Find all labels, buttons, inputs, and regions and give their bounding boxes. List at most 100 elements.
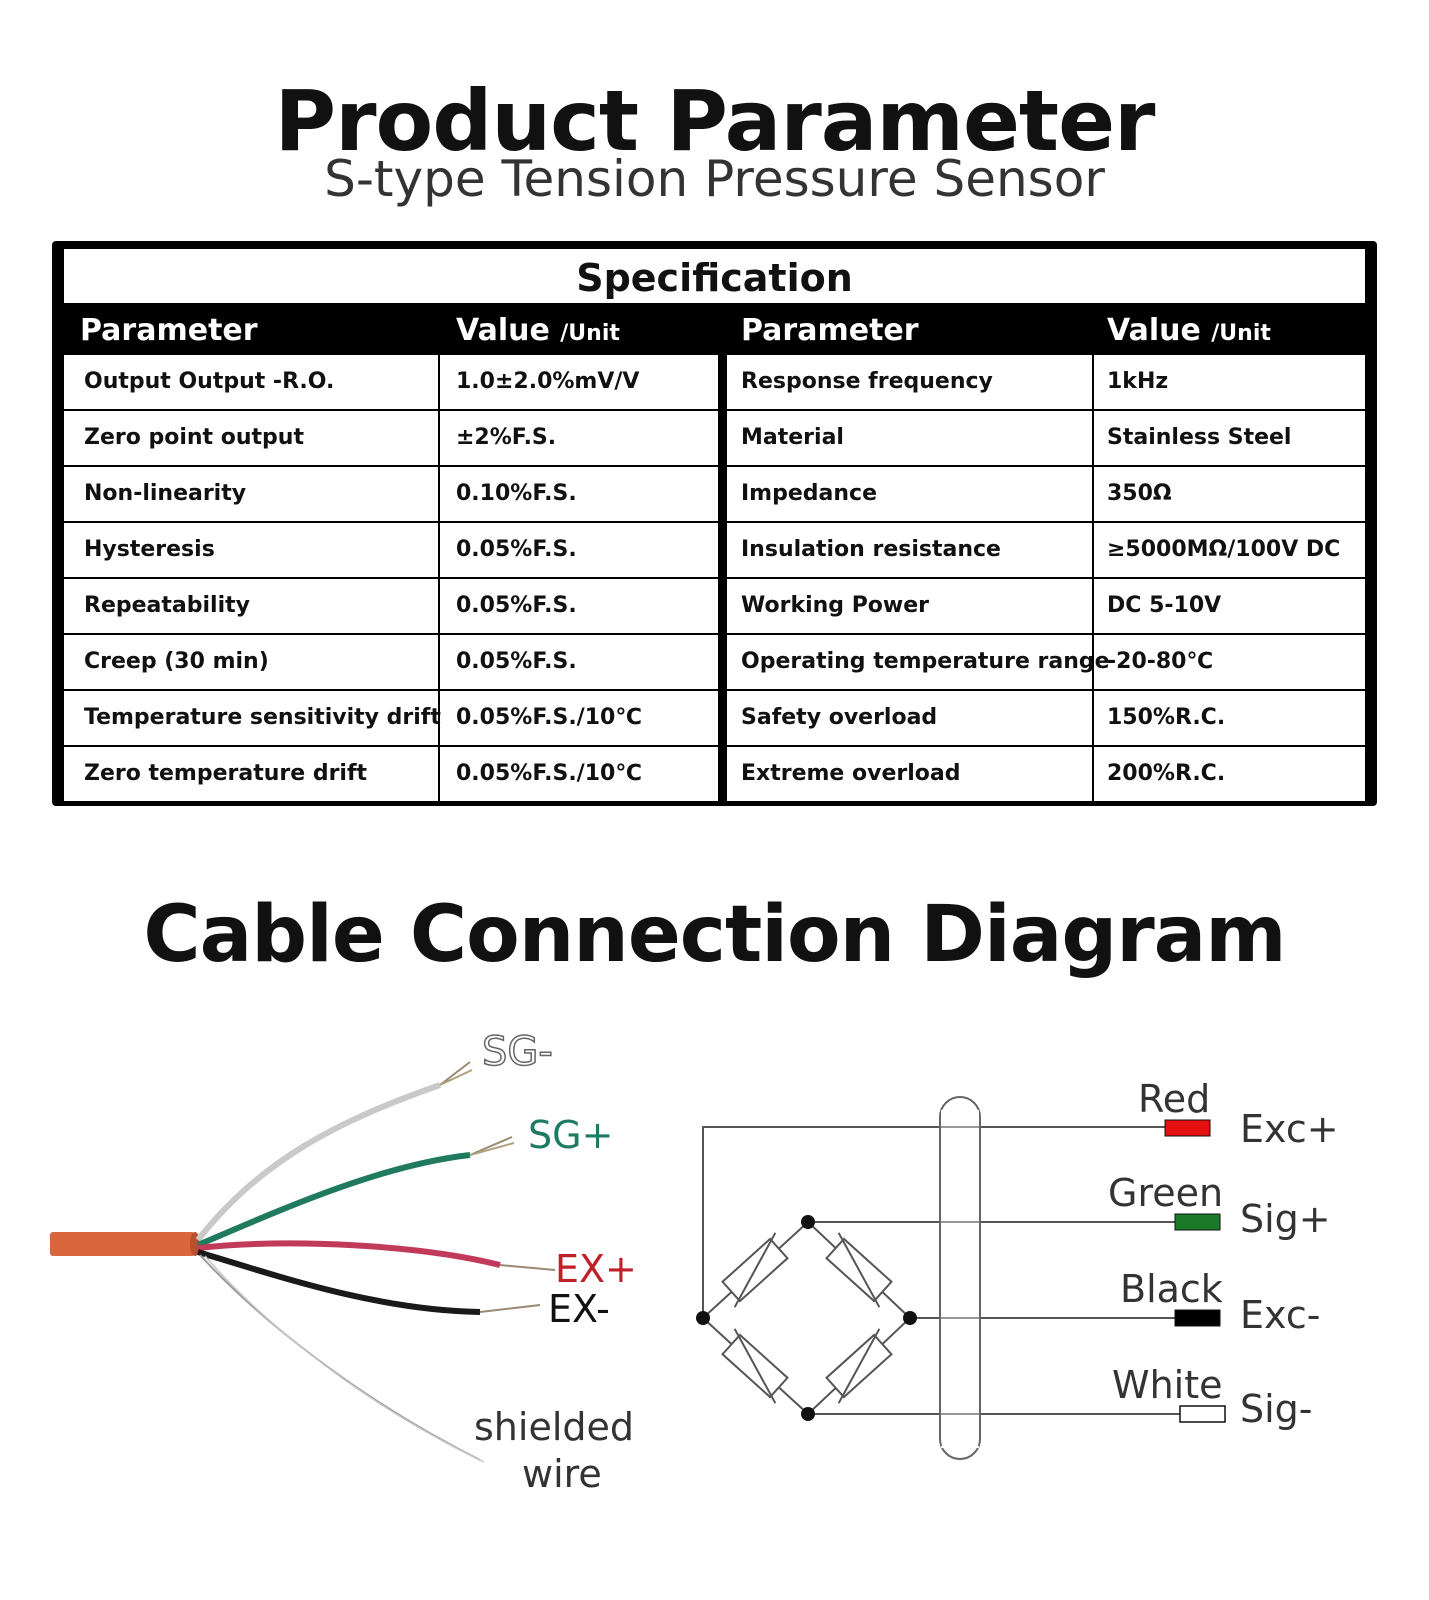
signal-sig-plus: Sig+ [1240,1197,1331,1241]
spec-value: Stainless Steel [1107,425,1292,450]
spec-param: Output Output -R.O. [84,369,335,394]
cell-divider [438,579,440,633]
spec-row: Temperature sensitivity drift 0.05%F.S./1… [64,691,718,745]
spec-column-left: Parameter Value /Unit Output Output -R.O… [64,303,718,801]
spec-row: Non-linearity 0.10%F.S. [64,467,718,521]
spec-row: Response frequency 1kHz [727,355,1365,409]
spec-value: 0.05%F.S. [456,649,577,674]
spec-row: Creep (30 min) 0.05%F.S. [64,635,718,689]
cell-divider [1092,691,1094,745]
spec-row: Material Stainless Steel [727,411,1365,465]
spec-header-left: Parameter Value /Unit [64,303,718,355]
wire-bar-white [1179,1405,1226,1423]
wire-name-red: Red [1138,1077,1210,1121]
cable-photo [50,1061,556,1463]
label-ex-minus: EX- [548,1287,610,1331]
wire-shield [199,1254,481,1461]
resistor-4 [825,1328,893,1404]
spec-param: Zero point output [84,425,304,450]
wire-red [197,1240,501,1268]
spec-value: 350Ω [1107,481,1172,506]
spec-value: 0.05%F.S. [456,537,577,562]
spec-param: Impedance [741,481,877,506]
spec-param: Material [741,425,844,450]
spec-value: ≥5000MΩ/100V DC [1107,537,1341,562]
parameter-header: Parameter [741,313,919,348]
cell-divider [1092,747,1094,801]
spec-value: 0.05%F.S. [456,593,577,618]
spec-row: Operating temperature range-20-80℃ [727,635,1365,689]
wire-bar-green [1174,1213,1221,1231]
spec-value: DC 5-10V [1107,593,1222,618]
spec-row: Hysteresis 0.05%F.S. [64,523,718,577]
label-ex-plus: EX+ [555,1247,637,1291]
page-subtitle: S-type Tension Pressure Sensor [324,150,1105,208]
spec-row: Repeatability 0.05%F.S. [64,579,718,633]
cell-divider [438,691,440,745]
resistor-1 [721,1232,789,1308]
cell-divider [1092,635,1094,689]
spec-param: Creep (30 min) [84,649,269,674]
spec-value: ±2%F.S. [456,425,557,450]
spec-row: Zero point output ±2%F.S. [64,411,718,465]
cell-divider [438,411,440,465]
wire-white [195,1082,441,1242]
spec-column-right: Parameter Value /Unit Response frequency… [727,303,1365,801]
value-header: Value /Unit [1107,313,1271,348]
cell-divider [438,747,440,801]
diagram-title: Cable Connection Diagram [143,890,1286,980]
bridge-nodes [696,1215,917,1421]
specification-table: Specification Parameter Value /Unit Outp… [52,241,1377,806]
label-sg-plus: SG+ [528,1113,613,1157]
resistor-3 [721,1328,789,1404]
label-sg-minus: SG- [482,1029,553,1075]
label-wire: wire [522,1452,602,1496]
spec-param: Safety overload [741,705,938,730]
spec-value: 1kHz [1107,369,1169,394]
spec-param: Temperature sensitivity drift [84,705,441,730]
value-header: Value /Unit [456,313,620,348]
signal-exc-plus: Exc+ [1240,1107,1339,1151]
label-shielded: shielded [474,1405,634,1449]
spec-param: Operating temperature range [741,649,1110,674]
spec-value: 150%R.C. [1107,705,1226,730]
bridge-diamond [701,1220,912,1416]
wire-name-white: White [1112,1363,1223,1407]
cell-divider [438,523,440,577]
spec-value: 0.05%F.S./10℃ [456,761,642,786]
spec-value: 200%R.C. [1107,761,1226,786]
signal-exc-minus: Exc- [1240,1293,1320,1337]
spec-value: 0.05%F.S./10℃ [456,705,642,730]
cell-divider [438,467,440,521]
specification-title: Specification [64,249,1365,303]
spec-rows-left: Output Output -R.O. 1.0±2.0%mV/V Zero poin… [64,355,718,801]
wire-bar-black [1174,1309,1221,1327]
cell-divider [438,635,440,689]
page-title: Product Parameter [274,72,1156,170]
wire-name-black: Black [1120,1267,1223,1311]
cell-divider [438,355,440,409]
spec-row: Impedance 350Ω [727,467,1365,521]
cell-divider [1092,579,1094,633]
spec-row: Safety overload 150%R.C. [727,691,1365,745]
spec-param: Extreme overload [741,761,961,786]
spec-param: Response frequency [741,369,993,394]
wire-bar-red [1164,1119,1211,1137]
spec-header-right: Parameter Value /Unit [727,303,1365,355]
spec-param: Insulation resistance [741,537,1001,562]
cell-divider [1092,523,1094,577]
exc-plus-line [702,1126,1170,1318]
spec-param: Repeatability [84,593,250,618]
spec-param: Hysteresis [84,537,215,562]
spec-row: Extreme overload 200%R.C. [727,747,1365,801]
bridge-schematic [701,1126,1180,1416]
spec-value: 1.0±2.0%mV/V [456,369,640,394]
spec-value: 0.10%F.S. [456,481,577,506]
spec-row: Output Output -R.O. 1.0±2.0%mV/V [64,355,718,409]
wire-black [197,1249,481,1315]
spec-param: Non-linearity [84,481,247,506]
